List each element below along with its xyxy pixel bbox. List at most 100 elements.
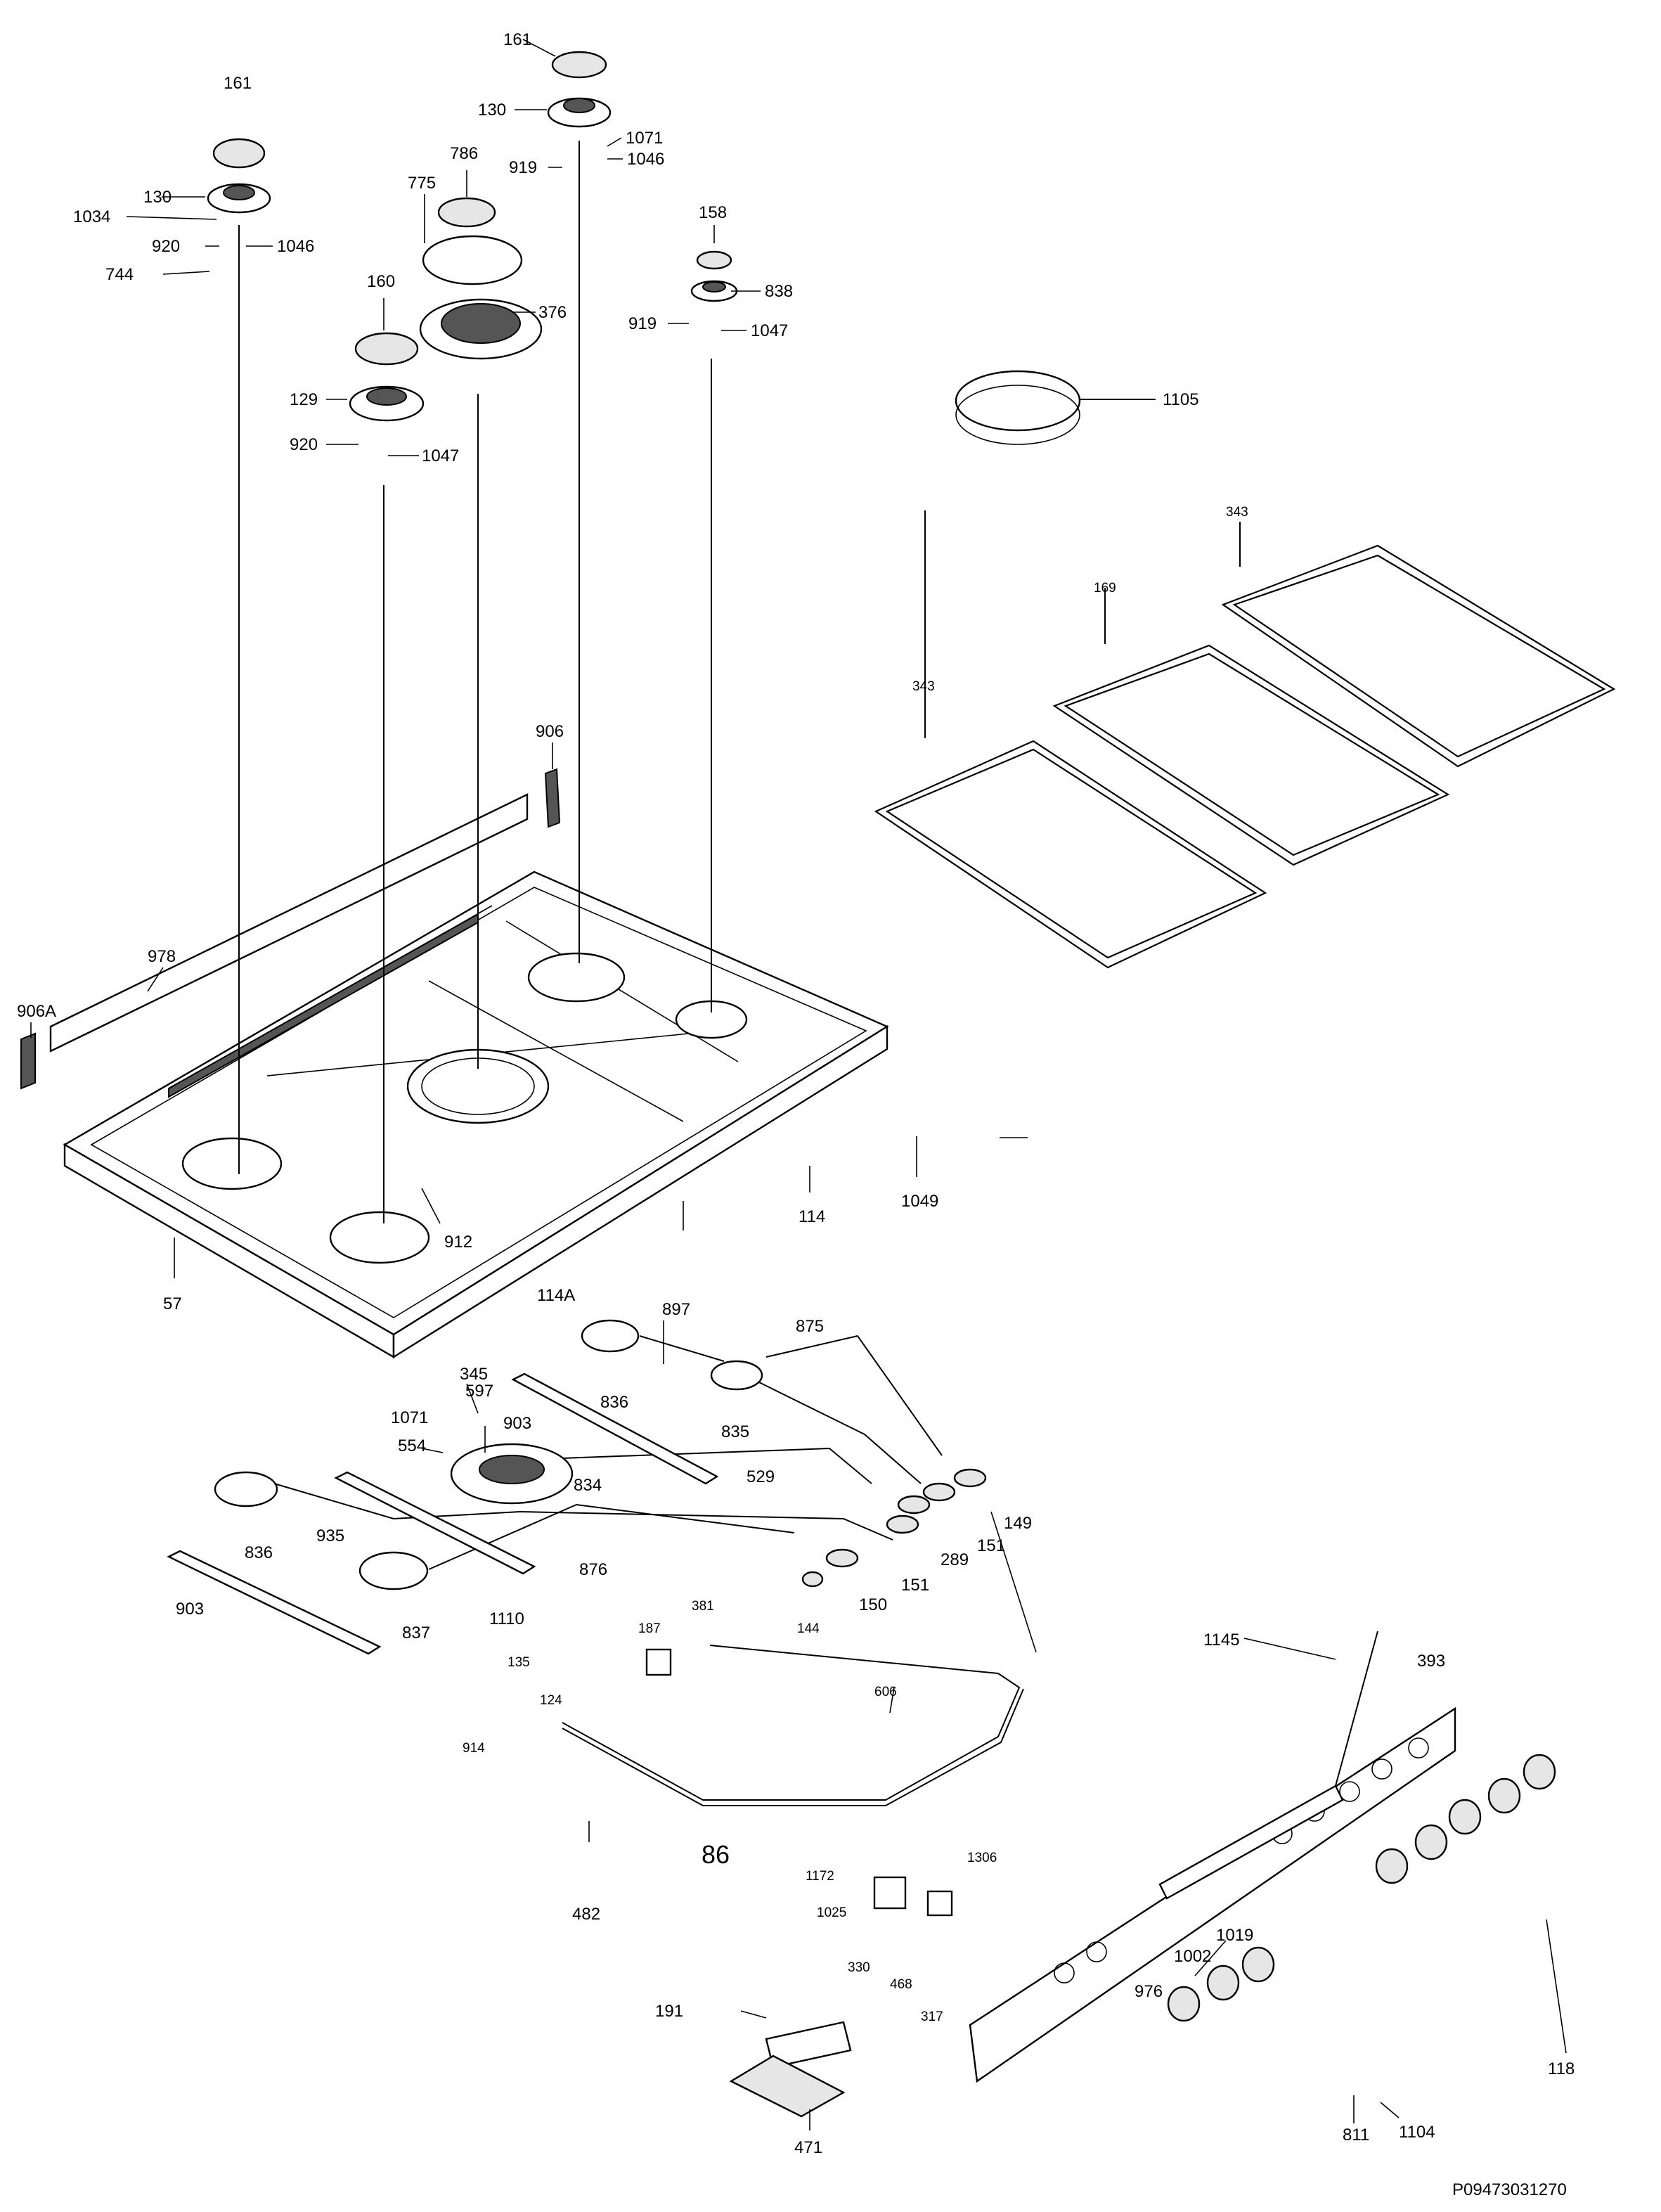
label-1104: 1104 xyxy=(1399,2123,1435,2142)
leader-lines xyxy=(30,39,1567,2130)
label-381: 381 xyxy=(692,1599,714,1614)
label-1110: 1110 xyxy=(489,1609,524,1628)
rear-trim-strip xyxy=(20,768,561,1090)
label-130: 130 xyxy=(478,101,506,120)
control-panel-fascia xyxy=(969,1706,1456,2083)
label-914: 914 xyxy=(463,1741,485,1756)
label-1002: 1002 xyxy=(1174,1947,1211,1966)
label-144: 144 xyxy=(797,1621,820,1636)
label-912: 912 xyxy=(444,1233,472,1252)
label-158: 158 xyxy=(699,203,727,222)
burner-stack-right xyxy=(690,250,738,1012)
label-130: 130 xyxy=(143,188,172,207)
label-161: 161 xyxy=(224,74,252,93)
label-920: 920 xyxy=(290,435,318,454)
label-834: 834 xyxy=(574,1476,602,1495)
label-330: 330 xyxy=(848,1960,870,1975)
label-903: 903 xyxy=(503,1414,531,1433)
diagram-reference-code: P09473031270 xyxy=(1452,2180,1567,2199)
label-1046: 1046 xyxy=(277,237,314,256)
burner-bases-and-pipes xyxy=(167,1319,943,1655)
label-1034: 1034 xyxy=(73,207,110,226)
label-1046: 1046 xyxy=(627,150,664,169)
label-920: 920 xyxy=(152,237,180,256)
label-118: 118 xyxy=(1548,2059,1575,2078)
burner-stack-left xyxy=(207,138,271,1174)
label-151: 151 xyxy=(901,1576,929,1595)
label-935: 935 xyxy=(316,1526,344,1545)
label-1145: 1145 xyxy=(1203,1631,1240,1650)
label-903: 903 xyxy=(176,1600,204,1619)
label-317: 317 xyxy=(921,2010,943,2024)
gas-valves xyxy=(801,1468,987,1588)
label-124: 124 xyxy=(540,1693,562,1708)
ignition-switch-bar xyxy=(1158,1631,1378,1900)
label-343: 343 xyxy=(912,679,935,694)
electrical-components xyxy=(645,1648,953,2118)
label-482: 482 xyxy=(572,1905,600,1924)
burner-stack-rear-center xyxy=(547,51,612,963)
label-151: 151 xyxy=(977,1536,1005,1555)
label-471: 471 xyxy=(794,2138,822,2157)
label-876: 876 xyxy=(579,1560,607,1579)
label-1071: 1071 xyxy=(626,129,663,148)
label-468: 468 xyxy=(890,1977,912,1992)
label-114A: 114A xyxy=(537,1286,575,1305)
label-529: 529 xyxy=(747,1467,775,1486)
label-838: 838 xyxy=(765,282,793,301)
label-169: 169 xyxy=(1094,581,1116,596)
part-labels: 161 130 1071 919 1046 161 130 1034 920 1… xyxy=(17,30,1575,2199)
label-376: 376 xyxy=(538,303,567,322)
label-86: 86 xyxy=(702,1840,730,1869)
label-1025: 1025 xyxy=(817,1905,846,1920)
label-161: 161 xyxy=(503,30,531,49)
cooktop-hob-panel xyxy=(63,870,889,1359)
label-57: 57 xyxy=(163,1294,182,1313)
label-1047: 1047 xyxy=(422,446,459,465)
label-744: 744 xyxy=(105,265,134,284)
gas-supply-pipe xyxy=(562,1645,1024,1806)
label-149: 149 xyxy=(1004,1514,1032,1533)
label-919: 919 xyxy=(509,158,537,177)
label-393: 393 xyxy=(1417,1652,1445,1671)
label-597: 597 xyxy=(465,1382,493,1401)
burner-stack-wok xyxy=(419,197,543,1069)
label-836: 836 xyxy=(600,1393,628,1412)
label-786: 786 xyxy=(450,144,478,163)
label-775: 775 xyxy=(408,174,436,193)
label-976: 976 xyxy=(1135,1982,1163,2001)
label-836: 836 xyxy=(245,1543,273,1562)
burner-stack-medium xyxy=(349,332,425,1223)
label-1047: 1047 xyxy=(751,321,788,340)
label-837: 837 xyxy=(402,1623,430,1642)
label-150: 150 xyxy=(859,1595,887,1614)
label-1071: 1071 xyxy=(391,1408,428,1427)
label-1049: 1049 xyxy=(901,1192,938,1211)
pan-support-right xyxy=(1221,522,1616,768)
label-835: 835 xyxy=(721,1422,749,1441)
label-114: 114 xyxy=(799,1207,825,1226)
pan-support-left xyxy=(874,510,1267,969)
label-897: 897 xyxy=(662,1300,690,1319)
label-191: 191 xyxy=(655,2002,683,2021)
wok-support-ring xyxy=(955,370,1156,445)
label-187: 187 xyxy=(638,1621,661,1636)
label-554: 554 xyxy=(398,1436,426,1455)
label-1172: 1172 xyxy=(806,1869,834,1884)
label-345: 345 xyxy=(460,1365,488,1384)
label-343: 343 xyxy=(1226,505,1248,520)
label-289: 289 xyxy=(941,1550,969,1569)
label-978: 978 xyxy=(148,947,176,966)
label-906: 906 xyxy=(536,722,564,741)
label-906A: 906A xyxy=(17,1002,56,1021)
control-knobs xyxy=(1167,1754,1556,2022)
label-1019: 1019 xyxy=(1216,1926,1253,1945)
label-135: 135 xyxy=(508,1655,530,1670)
label-606: 606 xyxy=(874,1685,897,1699)
pan-support-center xyxy=(1052,588,1450,866)
label-919: 919 xyxy=(628,314,657,333)
label-1105: 1105 xyxy=(1163,390,1199,409)
label-1306: 1306 xyxy=(967,1851,997,1865)
label-811: 811 xyxy=(1343,2126,1369,2145)
